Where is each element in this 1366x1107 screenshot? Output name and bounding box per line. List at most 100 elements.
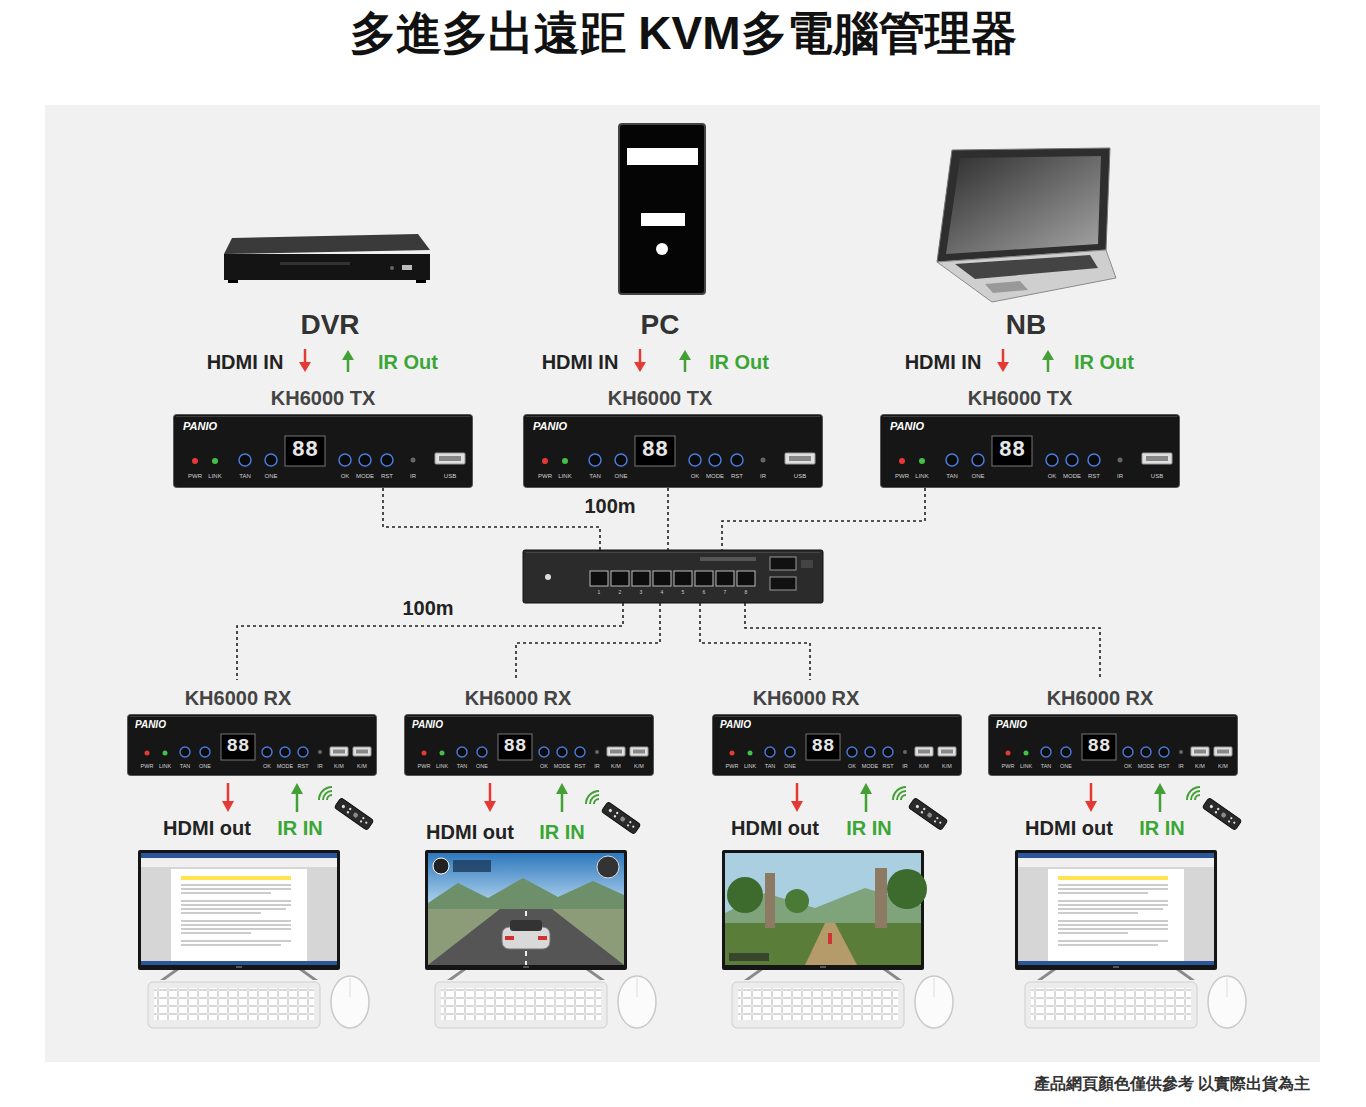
panel-label: ONE (1060, 763, 1072, 769)
receiver-unit: KH6000 RXPANIO88PWRLINKTANONEOKMODERSTIR… (127, 680, 377, 776)
arrow-shaft (1002, 349, 1005, 364)
hdmi-signal-label: HDMI IN (207, 350, 284, 374)
brand-logo: PANIO (720, 719, 751, 730)
ir-signal-label: IR Out (709, 350, 769, 374)
arrow-shaft (304, 349, 307, 364)
monitor-screen (1018, 853, 1214, 965)
keyboard (1025, 982, 1197, 1028)
panel-label: IR (317, 763, 323, 769)
ethernet-port (695, 571, 713, 586)
title: 多進多出遠距 KVM多電腦管理器 (0, 6, 1366, 61)
panel-label: LINK (1020, 763, 1032, 769)
unit-model: KH6000 RX (1047, 686, 1154, 710)
led-display: 88 (227, 736, 250, 757)
panel-label: MODE (1063, 473, 1081, 480)
connectors (237, 488, 1100, 680)
panel-label: MODE (862, 763, 879, 769)
panel-label: IR (902, 763, 908, 769)
receiver-unit: KH6000 RXPANIO88PWRLINKTANONEOKMODERSTIR… (988, 680, 1238, 776)
panel-label: IR (410, 473, 416, 480)
background-panel (45, 105, 1320, 1062)
laptop-screen (946, 156, 1101, 254)
ethernet-port (611, 571, 629, 586)
panel-label: RST (381, 473, 393, 480)
ir-remote (319, 787, 374, 830)
ir-remote (893, 787, 948, 830)
device-label: NB (998, 306, 1054, 344)
port-number: 7 (724, 590, 727, 595)
rx-unit-panel (713, 715, 962, 776)
laptop-keyboard (955, 255, 1098, 279)
arrow-shaft (865, 794, 868, 812)
panel-label: PWR (418, 763, 431, 769)
network-cable (745, 603, 1100, 680)
panel-label: LINK (159, 763, 171, 769)
monitor-frame (1015, 850, 1217, 980)
led-display: 88 (999, 439, 1025, 463)
panel-label: PWR (538, 473, 552, 480)
brand-logo: PANIO (183, 420, 217, 432)
panel-label: USB (1151, 473, 1163, 480)
panel-label: K/M (1195, 763, 1205, 769)
panel-label: RST (883, 763, 894, 769)
ir-signal-label: IR IN (277, 816, 323, 840)
switch-case (523, 550, 823, 603)
port-number: 6 (703, 590, 706, 595)
panel-label: USB (794, 473, 806, 480)
arrow-shaft (561, 794, 564, 812)
sfp-port (770, 557, 796, 570)
keyboard (732, 982, 904, 1028)
network-cable (700, 603, 810, 680)
monitor (722, 850, 927, 980)
unit-model: KH6000 RX (465, 686, 572, 710)
port-number: 5 (682, 590, 685, 595)
unit-model: KH6000 RX (753, 686, 860, 710)
panel-label: K/M (334, 763, 344, 769)
panel-label: PWR (895, 473, 909, 480)
panel-label: MODE (706, 473, 724, 480)
ethernet-port (674, 571, 692, 586)
mouse (915, 976, 953, 1028)
status-leds (700, 557, 756, 561)
screen-content (428, 853, 624, 965)
dvr-player (224, 234, 430, 283)
panel-label: OK (263, 763, 271, 769)
panel-label: IR (594, 763, 600, 769)
hdmi-signal-label: HDMI out (1025, 816, 1113, 840)
arrow-head (299, 362, 311, 372)
panel-label: TAN (239, 473, 251, 480)
arrow-shaft (347, 358, 350, 372)
arrow-shaft (1159, 794, 1162, 812)
panel-label: TAN (1041, 763, 1052, 769)
panel-label: ONE (614, 473, 627, 480)
panel-label: RST (1159, 763, 1170, 769)
panel-label: PWR (1002, 763, 1015, 769)
receiver-unit: KH6000 RXPANIO88PWRLINKTANONEOKMODERSTIR… (404, 680, 654, 776)
pc-power-button (656, 243, 668, 255)
panel-label: TAN (765, 763, 776, 769)
device-label: PC (633, 306, 688, 344)
sfp-led (801, 560, 813, 568)
panel-label: OK (1048, 473, 1057, 480)
rx-unit-panel (405, 715, 654, 776)
hdmi-signal-label: HDMI out (163, 816, 251, 840)
panel-label: OK (1124, 763, 1132, 769)
network-switch-body (523, 550, 823, 603)
monitor (1015, 850, 1217, 980)
arrow-head (634, 362, 646, 372)
caption: 產品網頁顏色僅供參考 以實際出貨為主 (0, 1074, 1310, 1093)
transmitter-unit: KH6000 TXPANIO88PWRLINKTANONEOKMODERSTIR… (173, 380, 473, 488)
panel-label: LINK (208, 473, 221, 480)
network-cable (516, 603, 660, 680)
brand-logo: PANIO (135, 719, 166, 730)
tx-unit-panel (174, 415, 473, 488)
arrow-shaft (489, 783, 492, 802)
panel-label: K/M (357, 763, 367, 769)
cable-length: 100m (581, 495, 638, 517)
monitor-screen (428, 853, 624, 965)
panel-label: K/M (919, 763, 929, 769)
arrow-head (291, 783, 303, 794)
arrow-head (342, 350, 354, 360)
arrow-shaft (684, 358, 687, 372)
